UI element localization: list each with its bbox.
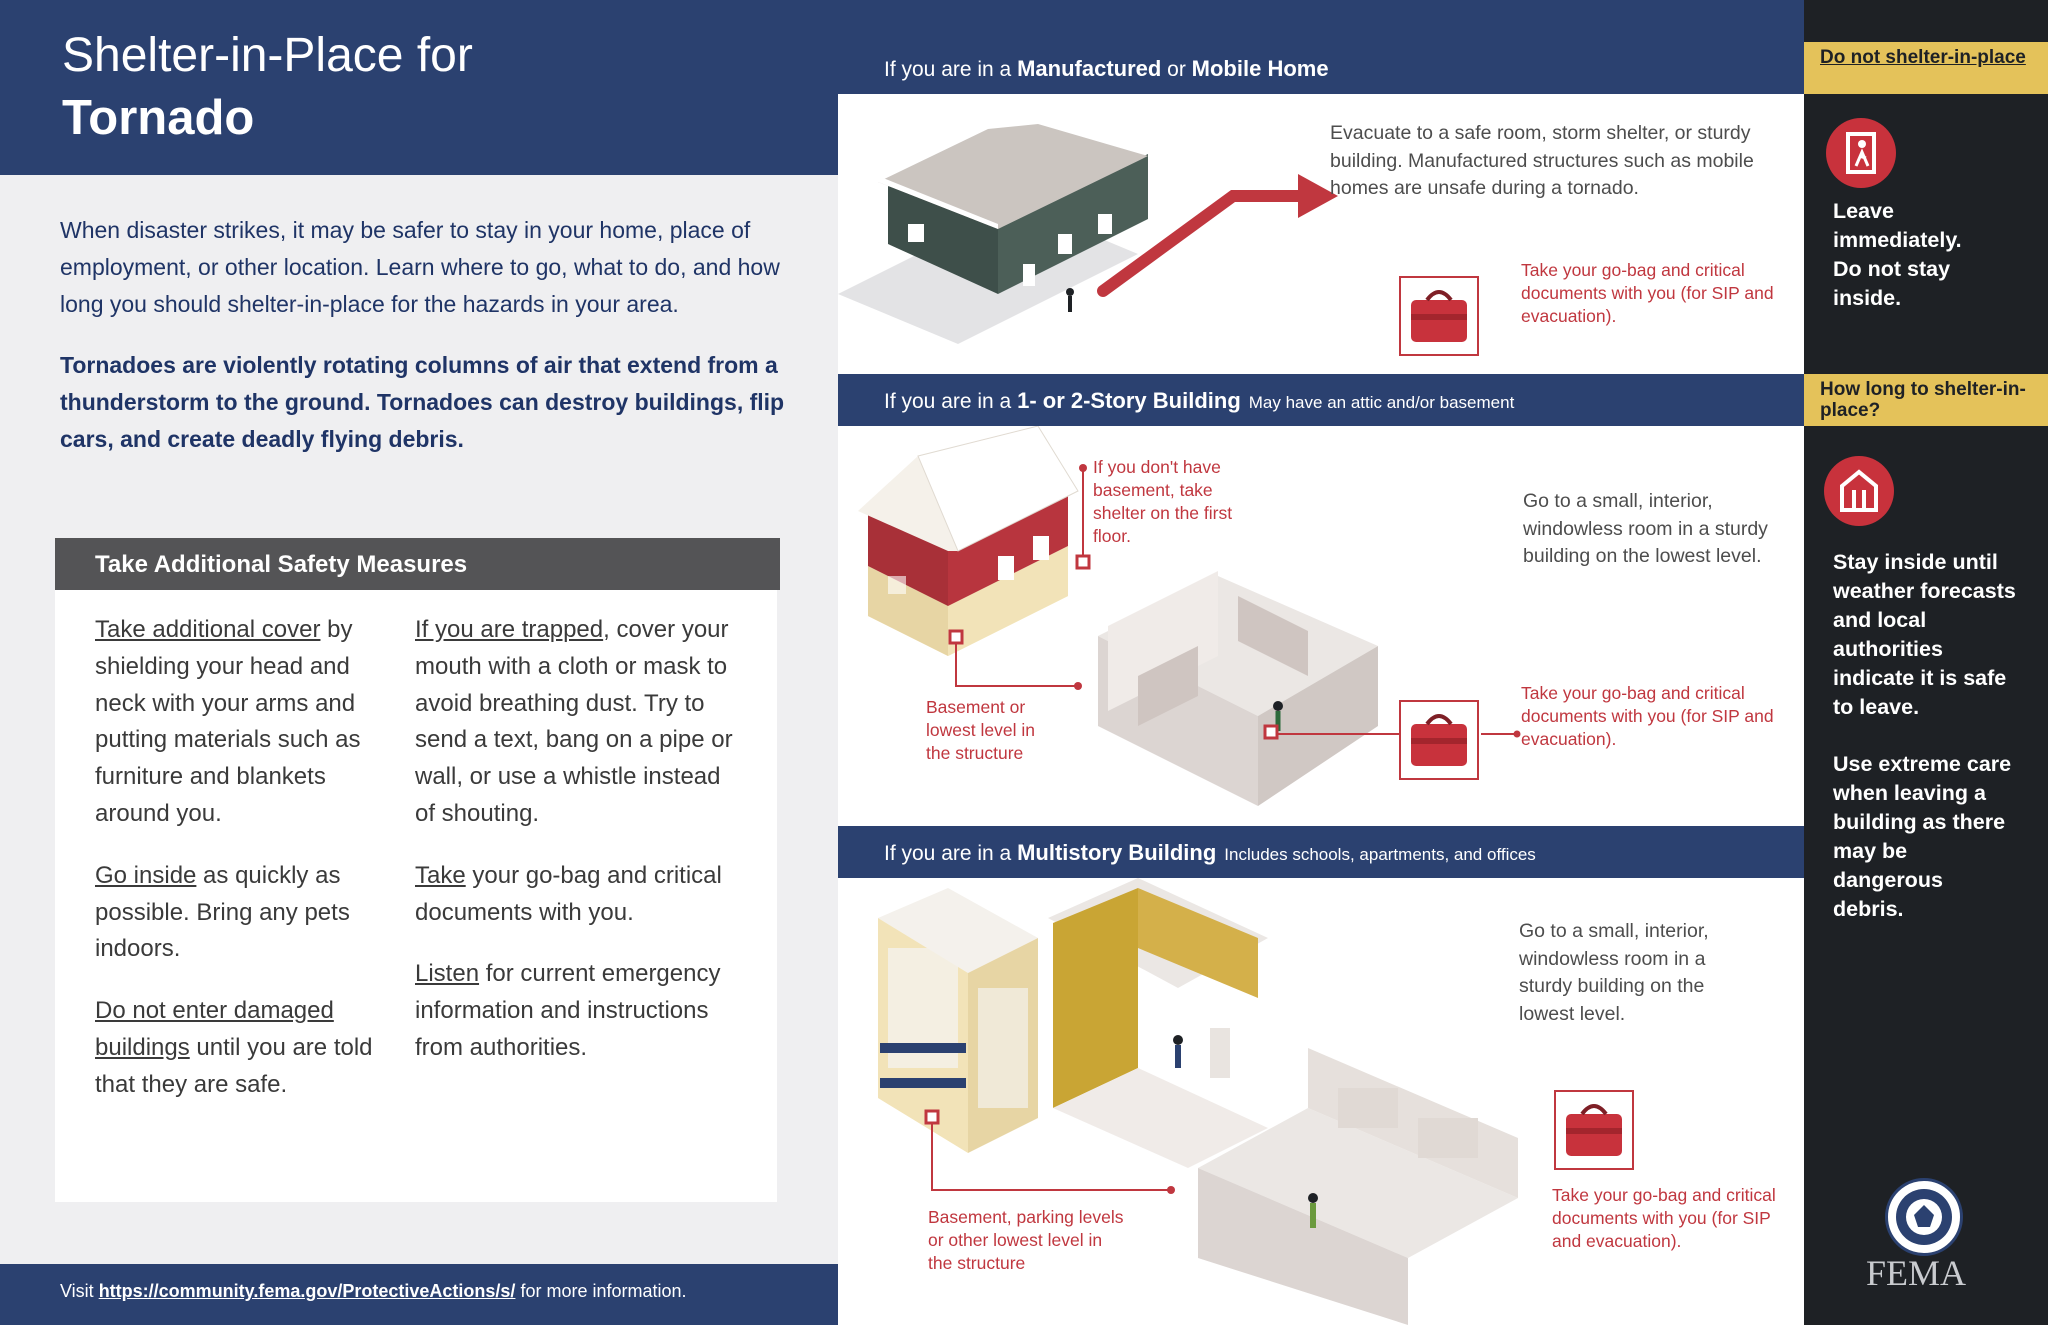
measures-right-column: If you are trapped, cover your mouth wit… bbox=[415, 612, 745, 1092]
measure-item: Go inside as quickly as possible. Bring … bbox=[95, 858, 395, 968]
footer-prefix: Visit bbox=[60, 1281, 99, 1301]
right-sidebar bbox=[1804, 0, 2048, 1325]
measure-lead: Take bbox=[415, 861, 466, 889]
go-bag-icon bbox=[1399, 276, 1479, 356]
fema-logo-text: FEMA bbox=[1866, 1253, 1967, 1293]
measure-lead: Take additional cover bbox=[95, 616, 321, 643]
tornado-definition: Tornadoes are violently rotating columns… bbox=[60, 352, 785, 452]
go-bag-icon bbox=[1399, 700, 1479, 780]
multistory-description: Go to a small, interior, windowless room… bbox=[1519, 920, 1709, 1025]
page-title-line1: Shelter-in-Place for bbox=[62, 29, 473, 82]
footer-suffix: for more information. bbox=[515, 1281, 687, 1301]
measure-text: for current emergency information and in… bbox=[415, 960, 721, 1061]
measure-item: Listen for current emergency information… bbox=[415, 956, 745, 1066]
bag-icon bbox=[1411, 290, 1467, 342]
basement-note: Basement or lowest level in the structur… bbox=[926, 697, 1035, 763]
stay-inside-text: Stay inside until weather forecasts and … bbox=[1833, 550, 2016, 719]
measure-item: Do not enter damaged buildings until you… bbox=[95, 993, 395, 1103]
measure-text: by shielding your head and neck with you… bbox=[95, 616, 361, 827]
measure-text: your go-bag and critical documents with … bbox=[415, 861, 722, 926]
dhs-seal-glyph bbox=[1896, 1189, 1952, 1245]
bag-icon bbox=[1411, 714, 1467, 766]
multistory-illustration bbox=[878, 878, 1518, 1325]
bag-connector-line bbox=[1278, 733, 1403, 735]
safety-measures-header: Take Additional Safety Measures bbox=[55, 538, 780, 590]
leave-immediately-text: Leave immediately. Do not stay inside. bbox=[1833, 199, 1962, 310]
mobile-home-illustration bbox=[838, 124, 1338, 344]
story-building-header: If you are in a 1- or 2-Story Building Ma… bbox=[838, 374, 1804, 426]
multistory-section: Basement, parking levels or other lowest… bbox=[838, 878, 1804, 1325]
shelter-icon-glyph bbox=[1840, 469, 1878, 512]
fema-link[interactable]: https://community.fema.gov/ProtectiveAct… bbox=[98, 1281, 516, 1301]
mobile-home-section: Evacuate to a safe room, storm shelter, … bbox=[838, 94, 1804, 374]
bar-bold: Manufactured bbox=[1017, 56, 1162, 81]
multistory-header: If you are in a Multistory Building Inclu… bbox=[838, 826, 1804, 878]
title-banner: Shelter-in-Place for Tornado bbox=[0, 0, 838, 175]
bar-subtitle: May have an attic and/or basement bbox=[1248, 393, 1515, 412]
go-bag-icon bbox=[1554, 1090, 1634, 1170]
measures-left-column: Take additional cover by shielding your … bbox=[95, 612, 395, 1129]
measure-text: until you are told that they are safe. bbox=[95, 1033, 373, 1098]
footer: Visit https://community.fema.gov/Protect… bbox=[0, 1264, 838, 1325]
bar-bold: 1- or 2-Story Building bbox=[1017, 388, 1241, 413]
measure-lead: If you are trapped bbox=[415, 616, 604, 643]
bar-prefix: If you are in a bbox=[884, 842, 1018, 865]
multistory-bag-note: Take your go-bag and critical documents … bbox=[1552, 1185, 1776, 1251]
mobile-bag-note: Take your go-bag and critical documents … bbox=[1521, 260, 1774, 326]
bar-bold: Multistory Building bbox=[1017, 840, 1217, 865]
measure-lead: Go inside bbox=[95, 861, 197, 889]
how-long-label: How long to shelter-in-place? bbox=[1804, 374, 2048, 426]
bar-bold: Mobile Home bbox=[1191, 56, 1329, 81]
basement-parking-note: Basement, parking levels or other lowest… bbox=[928, 1207, 1124, 1273]
bar-subtitle: Includes schools, apartments, and office… bbox=[1224, 845, 1536, 864]
do-not-shelter-label: Do not shelter-in-place bbox=[1804, 42, 2048, 94]
measure-item: If you are trapped, cover your mouth wit… bbox=[415, 612, 745, 833]
measure-item: Take additional cover by shielding your … bbox=[95, 612, 395, 833]
measure-lead: Listen bbox=[415, 960, 480, 988]
bag-icon bbox=[1566, 1104, 1622, 1156]
intro-text: When disaster strikes, it may be safer t… bbox=[60, 217, 780, 317]
mobile-home-description: Evacuate to a safe room, storm shelter, … bbox=[1330, 122, 1754, 199]
two-story-house-illustration bbox=[858, 426, 1378, 806]
story-bag-note: Take your go-bag and critical documents … bbox=[1521, 683, 1774, 749]
exit-door-icon bbox=[1826, 118, 1896, 188]
first-floor-note: If you don't have basement, take shelter… bbox=[1093, 457, 1233, 546]
extreme-care-text: Use extreme care when leaving a building… bbox=[1833, 752, 2012, 921]
do-not-shelter-text: Do not shelter-in-place bbox=[1820, 47, 2026, 68]
page-title-line2: Tornado bbox=[62, 91, 255, 145]
exit-icon-glyph bbox=[1846, 132, 1876, 174]
mobile-home-header: If you are in a Manufactured or Mobile H… bbox=[838, 42, 1804, 94]
bar-mid: or bbox=[1161, 58, 1192, 81]
measure-lead: Do not enter damaged buildings bbox=[95, 997, 334, 1061]
dhs-seal-icon bbox=[1885, 1178, 1963, 1256]
bar-prefix: If you are in a bbox=[884, 390, 1018, 413]
shelter-room-icon bbox=[1824, 456, 1894, 526]
safety-measures-box: Take additional cover by shielding your … bbox=[55, 590, 777, 1202]
bag-connector-dot bbox=[1481, 730, 1521, 738]
measure-item: Take your go-bag and critical documents … bbox=[415, 858, 745, 932]
measure-text: , cover your mouth with a cloth or mask … bbox=[415, 616, 733, 827]
measure-text: as quickly as possible. Bring any pets i… bbox=[95, 861, 350, 963]
story-building-section: If you don't have basement, take shelter… bbox=[838, 426, 1804, 826]
story-building-description: Go to a small, interior, windowless room… bbox=[1523, 490, 1768, 567]
bar-prefix: If you are in a bbox=[884, 58, 1018, 81]
